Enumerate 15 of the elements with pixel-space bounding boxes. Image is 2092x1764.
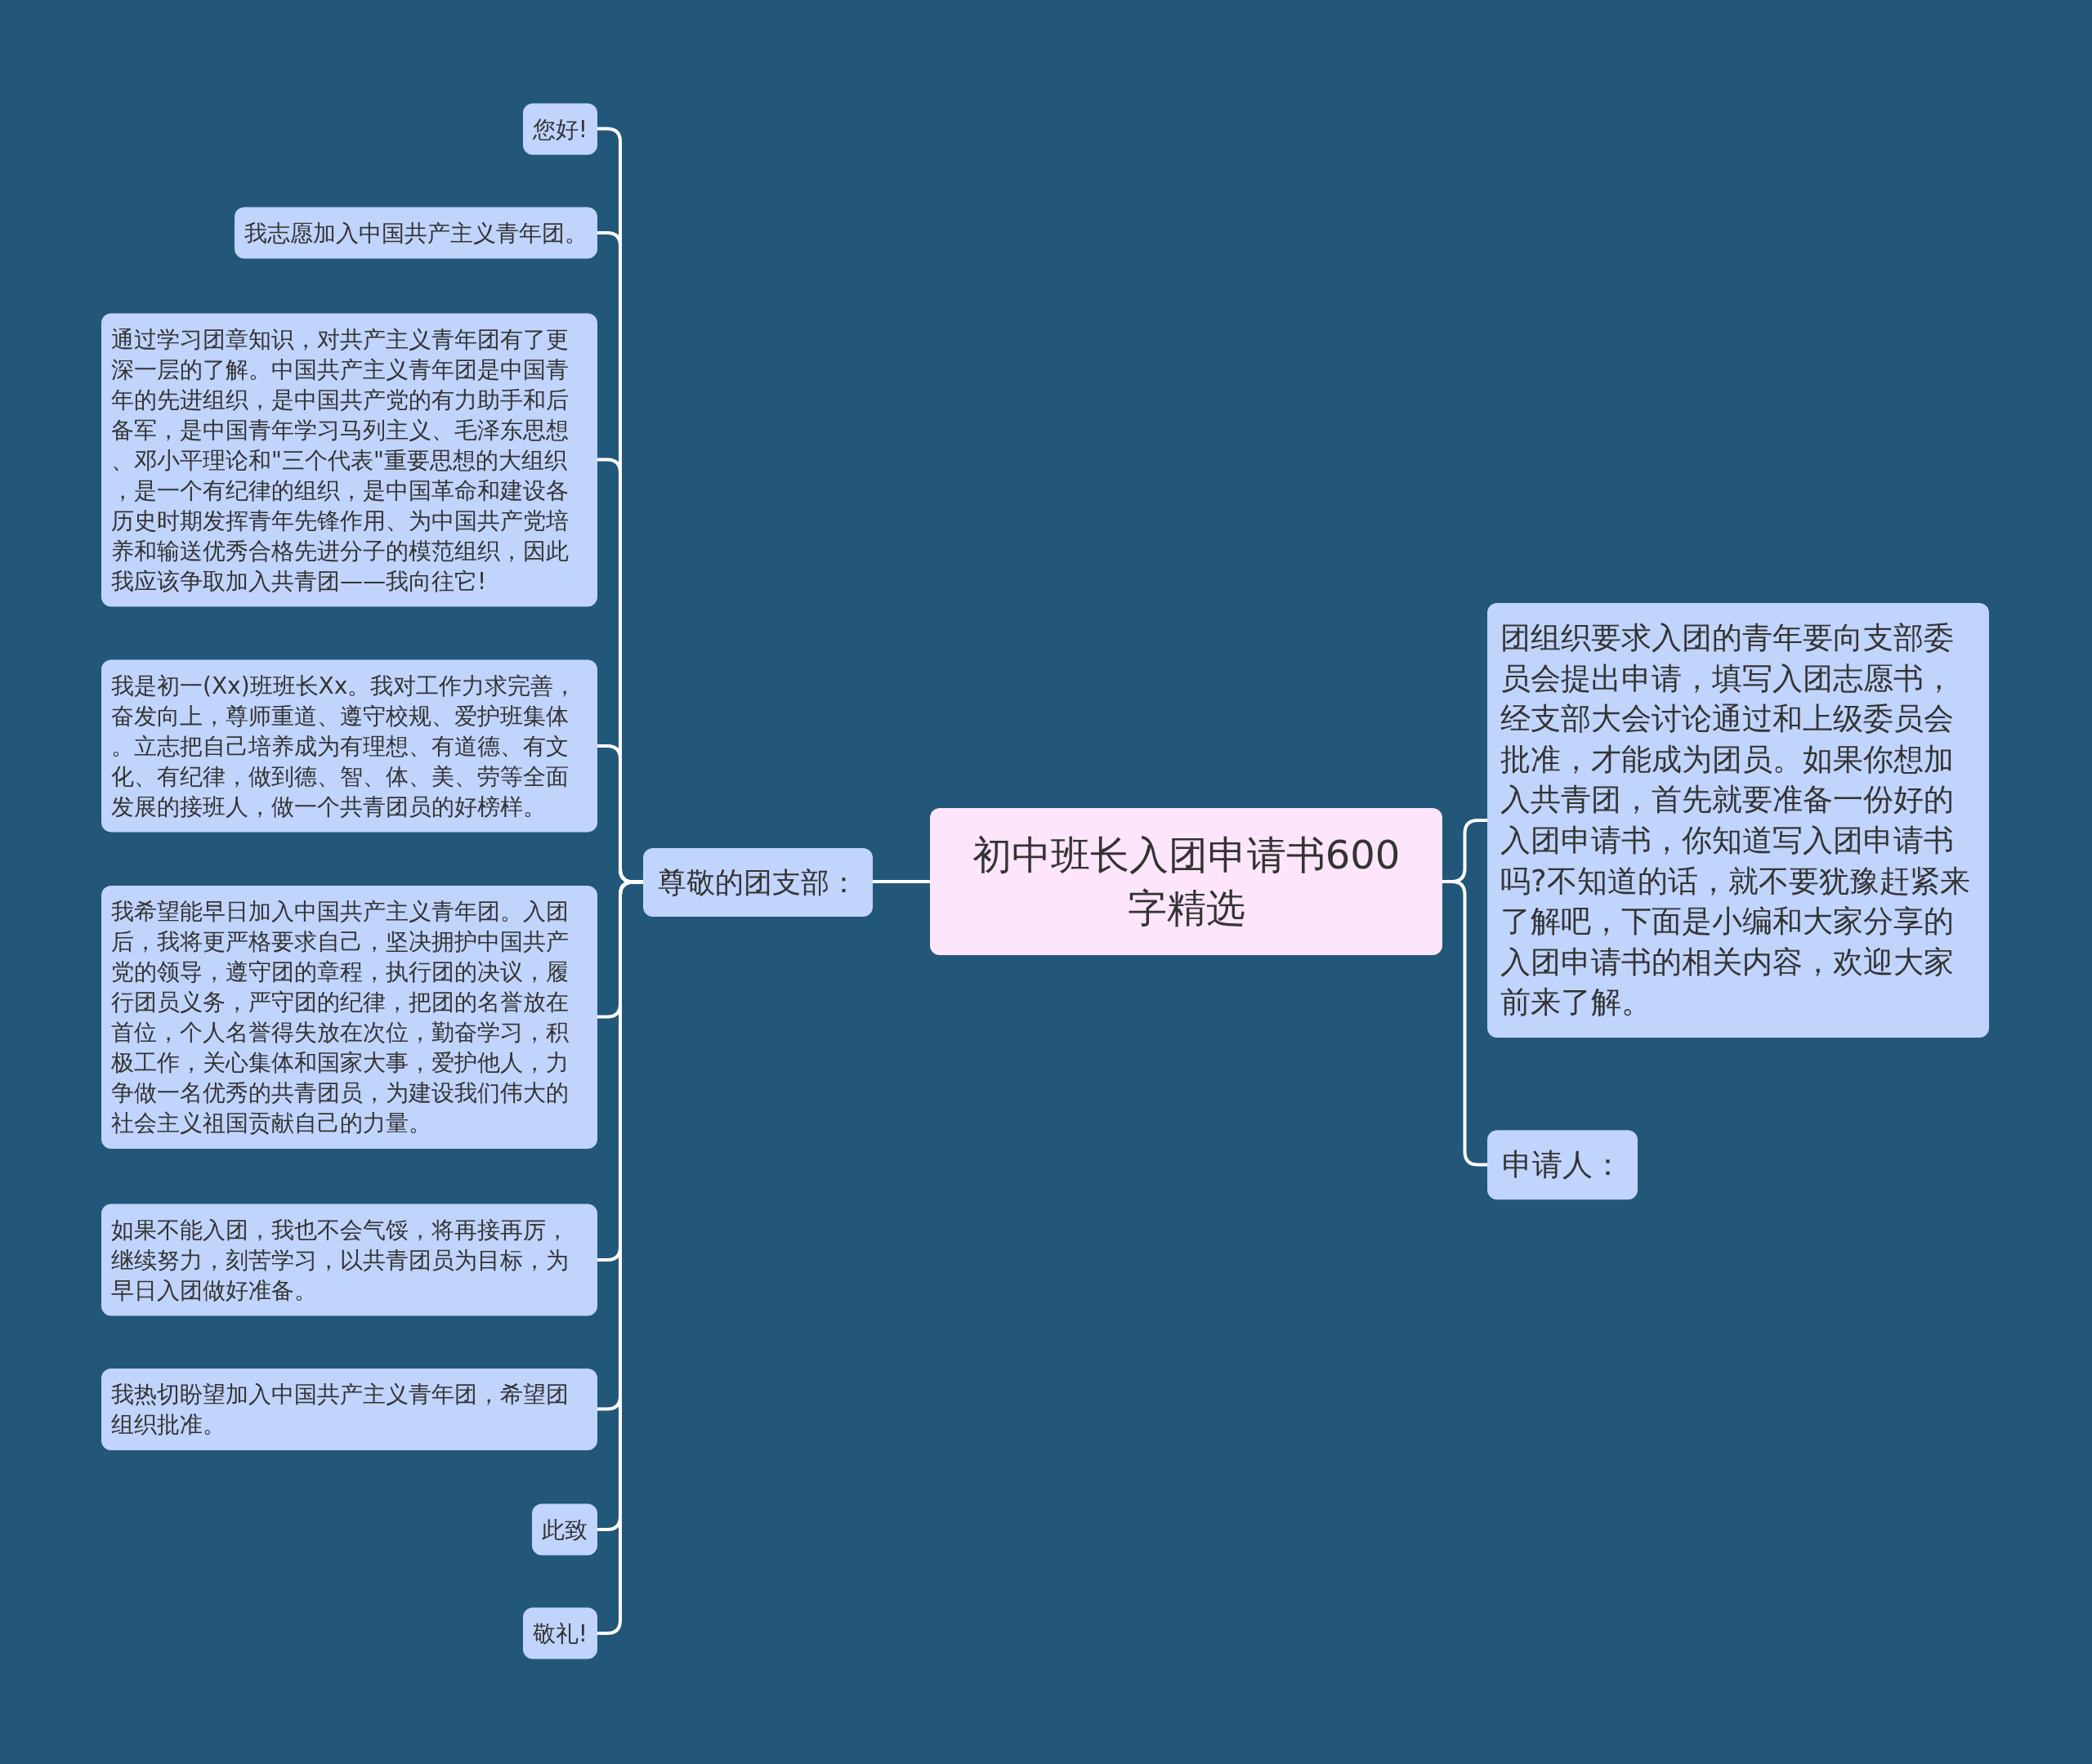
topic-box: 申请人： (1487, 1129, 1638, 1200)
topic-box: 敬礼! (522, 1607, 597, 1659)
topic-box: 我是初一(Xx)班班长Xx。我对工作力求完善，奋发向上，尊师重道、遵守校规、爱护班集体。立志把自己培养成为有理想、有道德、有文化、有纪律，做到德、智、体、美、劳等全面发展的接班人，做一个共青团员的好榜样。 (101, 659, 597, 833)
topic-box: 团组织要求入团的青年要向支部委员会提出申请，填写入团志愿书，经支部大会讨论通过和上级委员会批准，才能成为团员。如果你想加入共青团，首先就要准备一份好的入团申请书，你知道写入团申请书吗?不知道的话，就不要犹豫赶紧来了解吧，下面是小编和大家分享的入团申请书的相关内容，欢迎大家前来了解。 (1487, 603, 1989, 1038)
topic-box: 您好! (522, 103, 597, 154)
topic-box: 我希望能早日加入中国共产主义青年团。入团后，我将更严格要求自己，坚决拥护中国共产党的领导，遵守团的章程，执行团的决议，履行团员义务，严守团的纪律，把团的名誉放在首位，个人名誉得失放在次位，勤奋学习，积极工作，关心集体和国家大事，爱护他人，力争做一名优秀的共青团员，为建设我们伟大的社会主义祖国贡献自己的力量。 (101, 885, 597, 1149)
topic-box: 此致 (532, 1503, 597, 1556)
connector-line (1442, 880, 1487, 1167)
main-topic-box: 初中班长入团申请书600字精选 (930, 808, 1442, 955)
topic-box: 通过学习团章知识，对共产主义青年团有了更深一层的了解。中国共产主义青年团是中国青年的先进组织，是中国共产党的有力助手和后备军，是中国青年学习马列主义、毛泽东思想、邓小平理论和"三个代表"重要思想的大组织，是一个有纪律的组织，是中国革命和建设各历史时期发挥青年先锋作用、为中国共产党培养和输送优秀合格先进分子的模范组织，因此我应该争取加入共青团——我向往它! (101, 313, 597, 606)
topic-box: 我热切盼望加入中国共产主义青年团，希望团组织批准。 (101, 1368, 597, 1450)
topic-box: 尊敬的团支部： (643, 847, 873, 917)
topic-box: 我志愿加入中国共产主义青年团。 (235, 207, 597, 259)
topic-box: 如果不能入团，我也不会气馁，将再接再厉，继续努力，刻苦学习，以共青团员为目标，为早日入团做好准备。 (101, 1204, 597, 1316)
connector-line (873, 880, 930, 883)
